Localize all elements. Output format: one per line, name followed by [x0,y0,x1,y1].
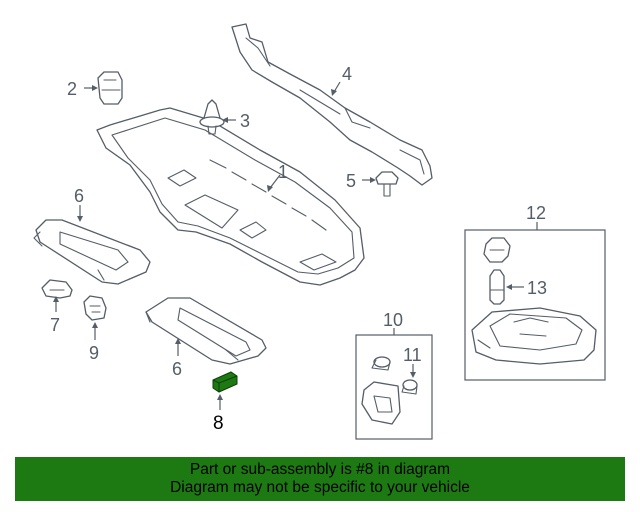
banner-line-part-info: Part or sub-assembly is #8 in diagram [189,461,451,478]
callout-4: 4 [342,64,352,84]
callout-5: 5 [346,171,356,191]
part-13-lamp-bulb[interactable] [489,269,505,305]
parts-diagram: 1 2 3 4 5 6 6 7 9 8 10 11 12 13 [33,23,606,440]
callout-3: 3 [240,111,250,131]
callout-7: 7 [50,315,60,335]
callout-8[interactable]: 8 [213,413,224,434]
leader-lines [53,81,538,410]
part-5-screw-clip[interactable] [375,171,399,197]
callout-12: 12 [526,203,546,223]
callout-11: 11 [403,345,422,365]
part-6-sun-visor-left[interactable] [33,219,151,285]
group-box-12 [464,229,606,381]
banner-line-disclaimer: Diagram may not be specific to your vehi… [170,479,470,496]
part-9-visor-bracket[interactable] [83,295,107,321]
part-6-sun-visor-right[interactable] [145,297,267,365]
part-8-clip-highlighted[interactable] [212,371,238,393]
callout-1: 1 [278,162,288,182]
part-7-visor-clip[interactable] [41,279,73,299]
part-2-cap[interactable] [97,71,123,105]
part-10-socket[interactable] [361,356,401,425]
callout-10: 10 [383,310,403,330]
callout-13: 13 [527,278,547,298]
info-banner: Part or sub-assembly is #8 in diagram Di… [15,457,625,501]
part-4-bracket-rail[interactable] [231,23,433,186]
part-1-headliner-panel[interactable] [96,107,365,286]
part-12-dome-lamp[interactable] [471,307,597,365]
callout-6-lower: 6 [172,359,182,379]
part-12-top-connector[interactable] [483,237,511,263]
callout-2: 2 [67,79,77,99]
callout-6-upper: 6 [74,186,84,206]
callout-9: 9 [89,343,99,363]
part-3-push-clip[interactable] [199,99,225,135]
part-11-bulb[interactable] [401,379,418,395]
